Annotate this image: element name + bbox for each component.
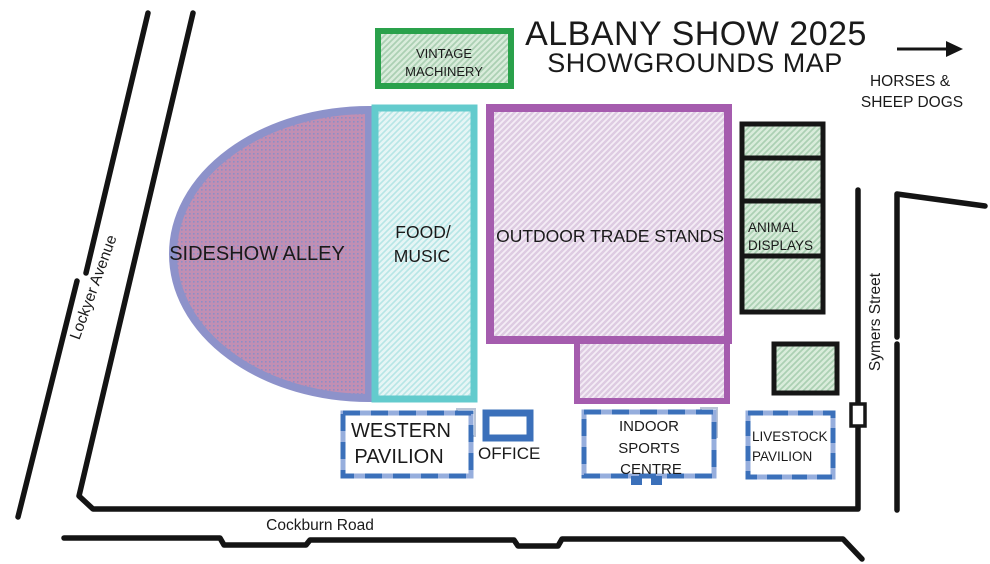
animal-displays-shape: [739, 121, 826, 315]
livestock-pavilion-label-line1: LIVESTOCK: [752, 429, 828, 444]
area-animal-displays: ANIMAL DISPLAYS: [739, 121, 826, 315]
office-label: OFFICE: [478, 444, 540, 463]
horses-note-line1: HORSES &: [870, 73, 951, 90]
arrow-head: [946, 41, 963, 57]
indoor-sports-tab-2: [651, 476, 662, 485]
indoor-sports-label-line3: CENTRE: [620, 461, 682, 478]
lockyer-left-line-lower: [15, 278, 80, 520]
trade-stands-extension-shape: [574, 338, 730, 404]
animal-displays-label-line1: ANIMAL: [748, 220, 799, 235]
road-label-cockburn-road: Cockburn Road: [266, 517, 374, 534]
trade-stands-main-shape: [486, 104, 732, 344]
symers-right-line-upper: [894, 191, 988, 340]
livestock-pavilion-shape-base: [745, 410, 836, 480]
indoor-sports-label-line1: INDOOR: [619, 418, 679, 435]
sideshow-alley-shape: [169, 105, 373, 403]
vintage-machinery-label-line2: MACHINERY: [405, 64, 483, 79]
area-indoor-sports-centre: INDOOR SPORTS CENTRE: [581, 407, 718, 485]
page-subtitle: SHOWGROUNDS MAP: [547, 48, 843, 78]
page-title: ALBANY SHOW 2025: [525, 15, 867, 53]
vintage-machinery-label-line1: VINTAGE: [416, 46, 472, 61]
horses-note-line2: SHEEP DOGS: [861, 94, 963, 111]
vintage-machinery-shape: [375, 28, 514, 89]
area-western-pavilion: WESTERN PAVILION: [340, 408, 476, 479]
road-label-symers-street: Symers Street: [867, 272, 884, 371]
food-music-shape: [371, 104, 478, 403]
indoor-sports-tab-1: [631, 476, 642, 485]
small-green-pen-shape: [771, 341, 840, 396]
area-outdoor-trade-stands: OUTDOOR TRADE STANDS: [486, 104, 732, 404]
area-vintage-machinery: VINTAGE MACHINERY: [375, 28, 514, 89]
lockyer-left-line-upper: [83, 10, 151, 276]
map-title: ALBANY SHOW 2025 SHOWGROUNDS MAP: [525, 15, 867, 78]
road-lockyer-avenue: [15, 10, 151, 520]
trade-stands-label: OUTDOOR TRADE STANDS: [496, 226, 724, 246]
indoor-sports-label-line2: SPORTS: [618, 440, 679, 457]
animal-displays-label-line2: DISPLAYS: [748, 238, 813, 253]
livestock-pavilion-label-line2: PAVILION: [752, 449, 812, 464]
food-music-label-line2: MUSIC: [394, 246, 450, 266]
food-music-label-line1: FOOD/: [395, 222, 451, 242]
cockburn-lower-line: [61, 535, 865, 562]
area-office: OFFICE: [478, 409, 540, 463]
western-pavilion-shape-dash: [340, 410, 474, 479]
gate-box-shape: [849, 402, 867, 428]
area-sideshow-alley: SIDESHOW ALLEY: [169, 105, 373, 403]
western-pavilion-label-line2: PAVILION: [354, 446, 443, 468]
office-shape: [482, 409, 534, 442]
road-symers-street: [894, 191, 988, 513]
indoor-sports-shape-dash: [581, 409, 717, 479]
road-cockburn-road: [61, 535, 865, 562]
sideshow-alley-label: SIDESHOW ALLEY: [169, 243, 345, 265]
arrow-right-icon: [897, 41, 963, 57]
area-livestock-pavilion: LIVESTOCK PAVILION: [745, 410, 836, 480]
horses-sheepdogs-note: HORSES & SHEEP DOGS: [861, 41, 963, 111]
area-food-music: FOOD/ MUSIC: [371, 104, 478, 403]
western-pavilion-label-line1: WESTERN: [351, 420, 451, 442]
